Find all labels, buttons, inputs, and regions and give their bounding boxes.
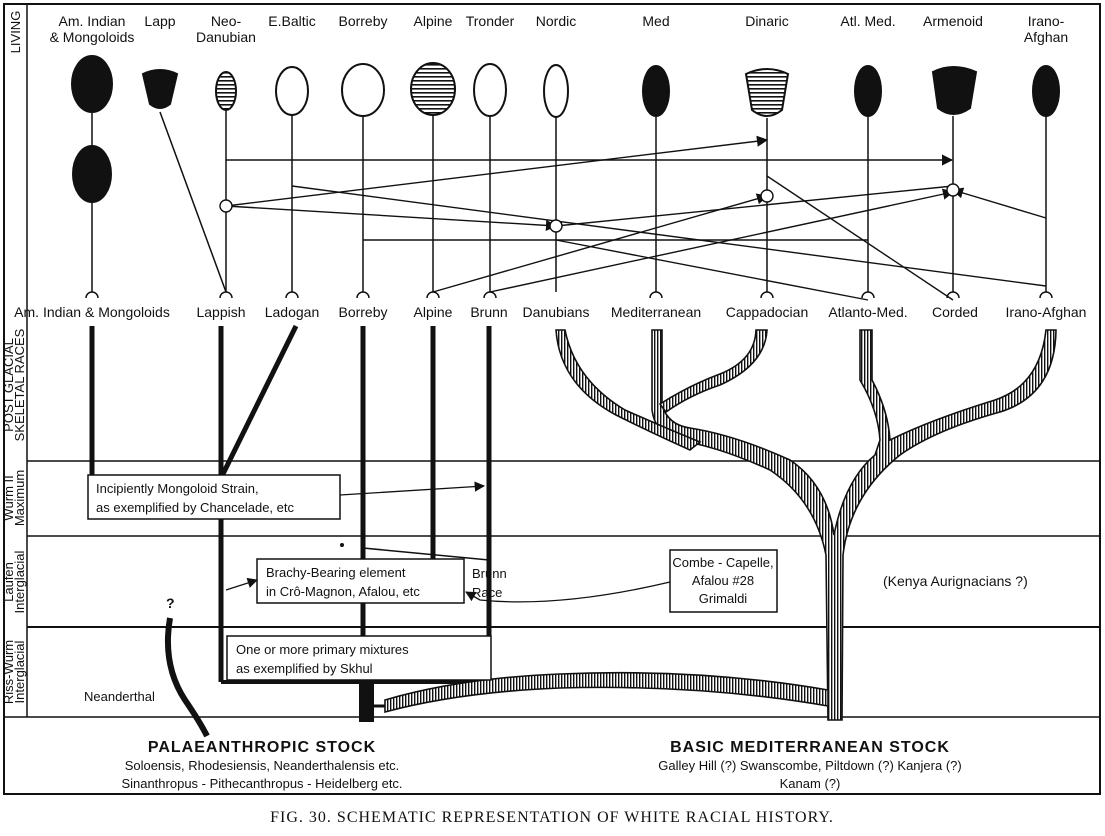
skull-lapp: [141, 69, 179, 109]
living-label-alpine: Alpine: [414, 13, 453, 29]
neanderthal-line: [164, 617, 210, 738]
palaeo-line1: Soloensis, Rhodesiensis, Neanderthalensi…: [125, 758, 400, 773]
skeletal-alpine: Alpine: [414, 304, 453, 320]
band-wurm-2: Maximum: [12, 470, 27, 526]
box-arrows: [225, 481, 671, 603]
band-post-glacial-2: SKELETAL RACES: [12, 328, 27, 441]
living-label-armenoid: Armenoid: [923, 13, 983, 29]
living-label-med: Med: [642, 13, 669, 29]
basic-line1: Galley Hill (?) Swanscombe, Piltdown (?)…: [658, 758, 961, 773]
basic-line2: Kanam (?): [780, 776, 841, 791]
living-label-borreby: Borreby: [338, 13, 387, 29]
box-skhul: [226, 635, 492, 681]
stock-section: PALAEANTHROPIC STOCK Soloensis, Rhodesie…: [121, 739, 961, 791]
living-label-nordic: Nordic: [536, 13, 576, 29]
box-combe-line2: Afalou #28: [692, 573, 754, 588]
box-brachy-line1: Brachy-Bearing element: [266, 565, 406, 580]
living-labels: Am. Indian & Mongoloids Lapp Neo- Danubi…: [50, 13, 1069, 45]
box-skhul-line1: One or more primary mixtures: [236, 642, 409, 657]
band-laufen-2: Interglacial: [12, 550, 27, 613]
skull-atl-med: [854, 65, 882, 117]
label-neanderthal: Neanderthal: [84, 689, 155, 704]
tree-danubian-branch: [555, 329, 702, 451]
skeletal-atlanto-med: Atlanto-Med.: [828, 304, 907, 320]
descent-lines: [85, 110, 1053, 299]
living-label-am-indian-2: & Mongoloids: [50, 29, 135, 45]
skeletal-brunn: Brunn: [470, 304, 507, 320]
skeletal-mediterranean: Mediterranean: [611, 304, 701, 320]
living-label-lapp: Lapp: [144, 13, 175, 29]
living-label-irano-afghan-1: Irano-: [1028, 13, 1065, 29]
skeletal-ladogan: Ladogan: [265, 304, 320, 320]
skull-armenoid: [931, 66, 978, 115]
band-labels: LIVING POST GLACIAL SKELETAL RACES Würm …: [1, 11, 27, 704]
skeletal-corded: Corded: [932, 304, 978, 320]
living-label-irano-afghan-2: Afghan: [1024, 29, 1068, 45]
skull-nordic: [543, 64, 569, 118]
skull-am-indian-lower: [72, 145, 112, 203]
skeletal-cappadocian: Cappadocian: [726, 304, 809, 320]
crossing-lines: [219, 135, 1047, 301]
box-combe-line3: Grimaldi: [699, 591, 748, 606]
living-label-am-indian-1: Am. Indian: [59, 13, 126, 29]
living-label-neo-danubian-2: Danubian: [196, 29, 256, 45]
box-combe: [669, 549, 778, 613]
box-mongoloid: [87, 474, 341, 520]
box-brachy-line2: in Crô-Magnon, Afalou, etc: [266, 584, 420, 599]
palaeo-title: PALAEANTHROPIC STOCK: [148, 739, 376, 756]
living-label-neo-danubian-1: Neo-: [211, 13, 242, 29]
band-riss-2: Interglacial: [12, 640, 27, 703]
skull-tronder: [473, 63, 507, 117]
tree-west-branch: [384, 671, 829, 714]
skeletal-borreby: Borreby: [338, 304, 387, 320]
box-mongoloid-line2: as exemplified by Chancelade, etc: [96, 500, 295, 515]
skull-med: [642, 65, 670, 117]
living-label-dinaric: Dinaric: [745, 13, 789, 29]
box-brunn-line2: Race: [472, 585, 502, 600]
lineage-bars: [89, 324, 492, 722]
skull-dinaric: [744, 68, 790, 117]
box-texts: Incipiently Mongoloid Strain, as exempli…: [96, 481, 774, 676]
tree-cappadocian-branch: [658, 329, 768, 414]
skull-borreby: [341, 63, 385, 117]
band-riss-1: Riss-Würm: [1, 640, 16, 704]
band-wurm-1: Würm II: [1, 475, 16, 521]
skeletal-lappish: Lappish: [196, 304, 245, 320]
skull-e-baltic: [275, 66, 309, 116]
dot-mark: [340, 543, 344, 547]
living-skulls: [71, 55, 1060, 203]
box-brachy: [256, 558, 465, 604]
box-combe-line1: Combe - Capelle,: [672, 555, 773, 570]
living-label-tronder: Tronder: [466, 13, 515, 29]
living-label-atl-med: Atl. Med.: [840, 13, 895, 29]
skull-irano-afghan: [1032, 65, 1060, 117]
mediterranean-tree: [384, 329, 1057, 721]
label-kenya: (Kenya Aurignacians ?): [883, 573, 1028, 589]
skull-neo-danubian: [215, 71, 237, 111]
box-brunn-line1: Brünn: [472, 566, 507, 581]
annotation-boxes: [87, 474, 778, 681]
diagram-frame: [3, 3, 1101, 795]
box-skhul-line2: as exemplified by Skhul: [236, 661, 373, 676]
skeletal-labels: Am. Indian & Mongoloids Lappish Ladogan …: [14, 304, 1086, 320]
label-question: ?: [166, 595, 175, 611]
skull-alpine: [410, 62, 456, 116]
living-label-e-baltic: E.Baltic: [268, 13, 315, 29]
basic-title: BASIC MEDITERRANEAN STOCK: [670, 739, 950, 756]
skeletal-am-indian: Am. Indian & Mongoloids: [14, 304, 170, 320]
figure-caption: FIG. 30. SCHEMATIC REPRESENTATION OF WHI…: [270, 809, 834, 826]
band-post-glacial-1: POST GLACIAL: [1, 338, 16, 432]
box-mongoloid-line1: Incipiently Mongoloid Strain,: [96, 481, 259, 496]
tree-trunk: [651, 329, 1057, 721]
skeletal-danubians: Danubians: [523, 304, 590, 320]
skull-am-indian: [71, 55, 113, 113]
band-living: LIVING: [8, 11, 23, 54]
skeletal-irano-afghan: Irano-Afghan: [1006, 304, 1087, 320]
band-laufen-1: Laufen: [1, 562, 16, 602]
palaeo-line2: Sinanthropus - Pithecanthropus - Heidelb…: [121, 776, 402, 791]
